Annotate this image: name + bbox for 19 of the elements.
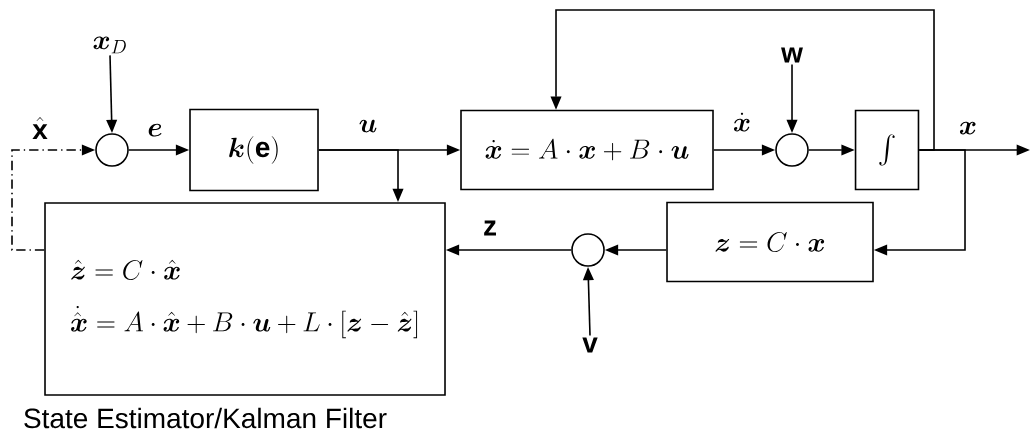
summing-junction [95,133,129,167]
edge-label: $\mathbf{z}$ [481,219,499,237]
edge-label: $\boldsymbol{u}$ [357,118,379,134]
edge-label: $\dot{\boldsymbol{x}}$ [731,111,753,133]
signal-label: $\boldsymbol{x}_D$ [93,36,126,54]
estimator-box: $\hat{\boldsymbol{z}} = C\cdot\hat{\boldsymbol{x}}$ $\dot{\hat{\boldsymbol{x}}} = A\cdot\hat{\boldsymbol{x}} + B\cdot\boldsymbol{u} + L\cdot\left[\boldsymbol{z} - \hat{\boldsymbol{z}}\right]$ [44,202,446,396]
block-box: $\boldsymbol{z} = C\cdot\boldsymbol{x}$ [666,201,874,283]
caption-text: State Estimator/Kalman Filter [24,407,387,429]
signal-label: $\mathbf{w}$ [781,47,803,63]
edge-label: $\boldsymbol{x}$ [957,120,979,136]
summing-junction [775,133,809,167]
summing-junction [571,233,605,267]
block-box: $\int$ [854,109,920,191]
edge-label: $\boldsymbol{e}$ [146,122,164,138]
signal-label: $\mathbf{v}$ [582,337,598,353]
block-box: $\dot{\boldsymbol{x}} = A\cdot\boldsymbol{x} + B\cdot\boldsymbol{u}$ [460,109,714,191]
edge-label: $\hat{\mathbf{x}}$ [30,115,50,141]
arrow [550,9,935,151]
block-box: $\boldsymbol{k}(\mathbf{e})$ [189,108,319,192]
